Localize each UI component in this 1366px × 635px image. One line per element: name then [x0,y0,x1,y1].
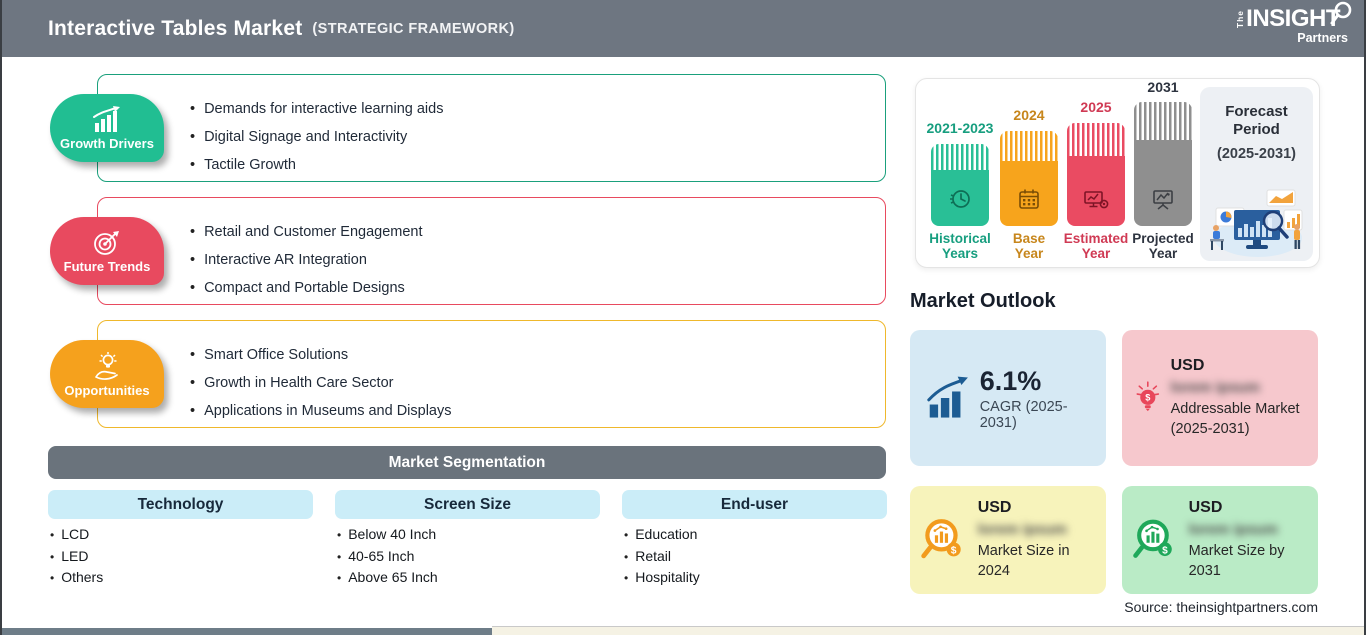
insight-partners-logo: The INSIGHT Partners [1234,1,1352,45]
list-item: Others [50,567,315,589]
page-right-edge [1364,0,1366,635]
logo-the: The [1234,9,1245,28]
magnifier-chart-icon: $ [921,519,961,559]
list-item: LCD [50,524,315,546]
blurred-market-value: lorem ipsum [1188,521,1278,538]
monitor-analysis-icon [1084,191,1109,209]
future-trends-badge: Future Trends [50,217,164,285]
svg-text:$: $ [1162,545,1168,556]
card-caption: Market Size in 2024 [977,543,1070,579]
future-trends-box: Retail and Customer Engagement Interacti… [97,197,886,305]
cagr-value: 6.1% [979,365,1042,396]
growth-drivers-box: Demands for interactive learning aids Di… [97,74,886,182]
growth-chart-icon [93,105,120,132]
dollar-lightbulb-icon: $ [1136,381,1160,412]
calendar-icon [1019,189,1039,209]
list-item: Compact and Portable Designs [190,274,875,302]
bottom-strip-light [492,626,1366,635]
badge-label: Future Trends [63,258,151,274]
list-item: Demands for interactive learning aids [190,95,875,123]
market-segmentation-header: Market Segmentation [48,446,886,479]
cagr-label: CAGR (2025-2031) [979,398,1068,431]
list-item: Smart Office Solutions [190,341,875,369]
list-item: Digital Signage and Interactivity [190,123,875,151]
list-item: Growth in Health Care Sector [190,369,875,397]
hand-lightbulb-icon [95,351,118,380]
card-caption: Market Size by 2031 [1188,543,1285,579]
market-size-2024-card: $ USD lorem ipsum Market Size in 2024 [910,486,1106,594]
opportunities-box: Smart Office Solutions Growth in Health … [97,320,886,428]
year-label: 2024 [1013,107,1045,123]
logo-partners: Partners [1297,31,1348,45]
card-caption: Addressable Market (2025-2031) [1170,401,1300,437]
list-item: Tactile Growth [190,151,875,179]
blurred-market-value: lorem ipsum [1170,379,1260,396]
list-item: LED [50,546,315,568]
list-item: Applications in Museums and Displays [190,397,875,425]
growth-bars-arrow-icon [927,376,968,418]
source-attribution: Source: theinsightpartners.com [1124,599,1318,615]
estimated-year-bar [1067,123,1125,226]
year-label: 2025 [1080,99,1112,115]
page-left-edge [0,0,2,635]
base-year-bar [1000,131,1058,226]
svg-text:$: $ [951,546,957,557]
list-item: Interactive AR Integration [190,246,875,274]
badge-label: Opportunities [64,382,150,398]
projected-year-bar [1134,102,1192,226]
growth-drivers-badge: Growth Drivers [50,94,164,162]
currency-label: USD [977,499,1012,516]
currency-label: USD [1170,357,1205,374]
segment-column-technology: Technology [48,490,313,519]
logo-insight: INSIGHT [1246,5,1340,32]
historical-years-bar [931,144,989,226]
segment-column-screen-size: Screen Size [335,490,600,519]
technology-list: LCD LED Others [50,524,315,589]
magnifier-icon [1330,1,1352,25]
year-label: 2021-2023 [926,120,994,136]
page-subtitle: (STRATEGIC FRAMEWORK) [312,20,515,37]
target-dart-icon [94,230,119,255]
presentation-board-icon [1153,190,1173,210]
market-outlook-heading: Market Outlook [910,290,1056,312]
opportunities-badge: Opportunities [50,340,164,408]
history-clock-icon [950,190,970,208]
list-item: Above 65 Inch [337,567,602,589]
header-bar: Interactive Tables Market (STRATEGIC FRA… [0,0,1366,57]
year-label: 2031 [1147,79,1179,95]
page-title: Interactive Tables Market [48,16,303,40]
list-item: Hospitality [624,567,889,589]
bottom-strip-dark [0,628,492,635]
addressable-market-card: $ USD lorem ipsum Addressable Market (20… [1122,330,1318,466]
list-item: Retail and Customer Engagement [190,218,875,246]
list-item: Retail [624,546,889,568]
market-size-2031-card: $ USD lorem ipsum Market Size by 2031 [1122,486,1318,594]
currency-label: USD [1188,499,1223,516]
list-item: 40-65 Inch [337,546,602,568]
end-user-list: Education Retail Hospitality [624,524,889,589]
analysts-dashboard-illustration [1210,189,1303,257]
blurred-market-value: lorem ipsum [977,521,1067,538]
screen-size-list: Below 40 Inch 40-65 Inch Above 65 Inch [337,524,602,589]
forecast-period-panel: Forecast Period (2025-2031) [1200,87,1313,261]
magnifier-chart-icon: $ [1133,519,1172,558]
svg-text:$: $ [1145,393,1150,403]
segment-column-end-user: End-user [622,490,887,519]
list-item: Education [624,524,889,546]
list-item: Below 40 Inch [337,524,602,546]
badge-label: Growth Drivers [60,135,154,151]
timeline-panel: 2021-2023 2024 2025 2031 [915,78,1320,268]
cagr-card: 6.1% CAGR (2025-2031) [910,330,1106,466]
